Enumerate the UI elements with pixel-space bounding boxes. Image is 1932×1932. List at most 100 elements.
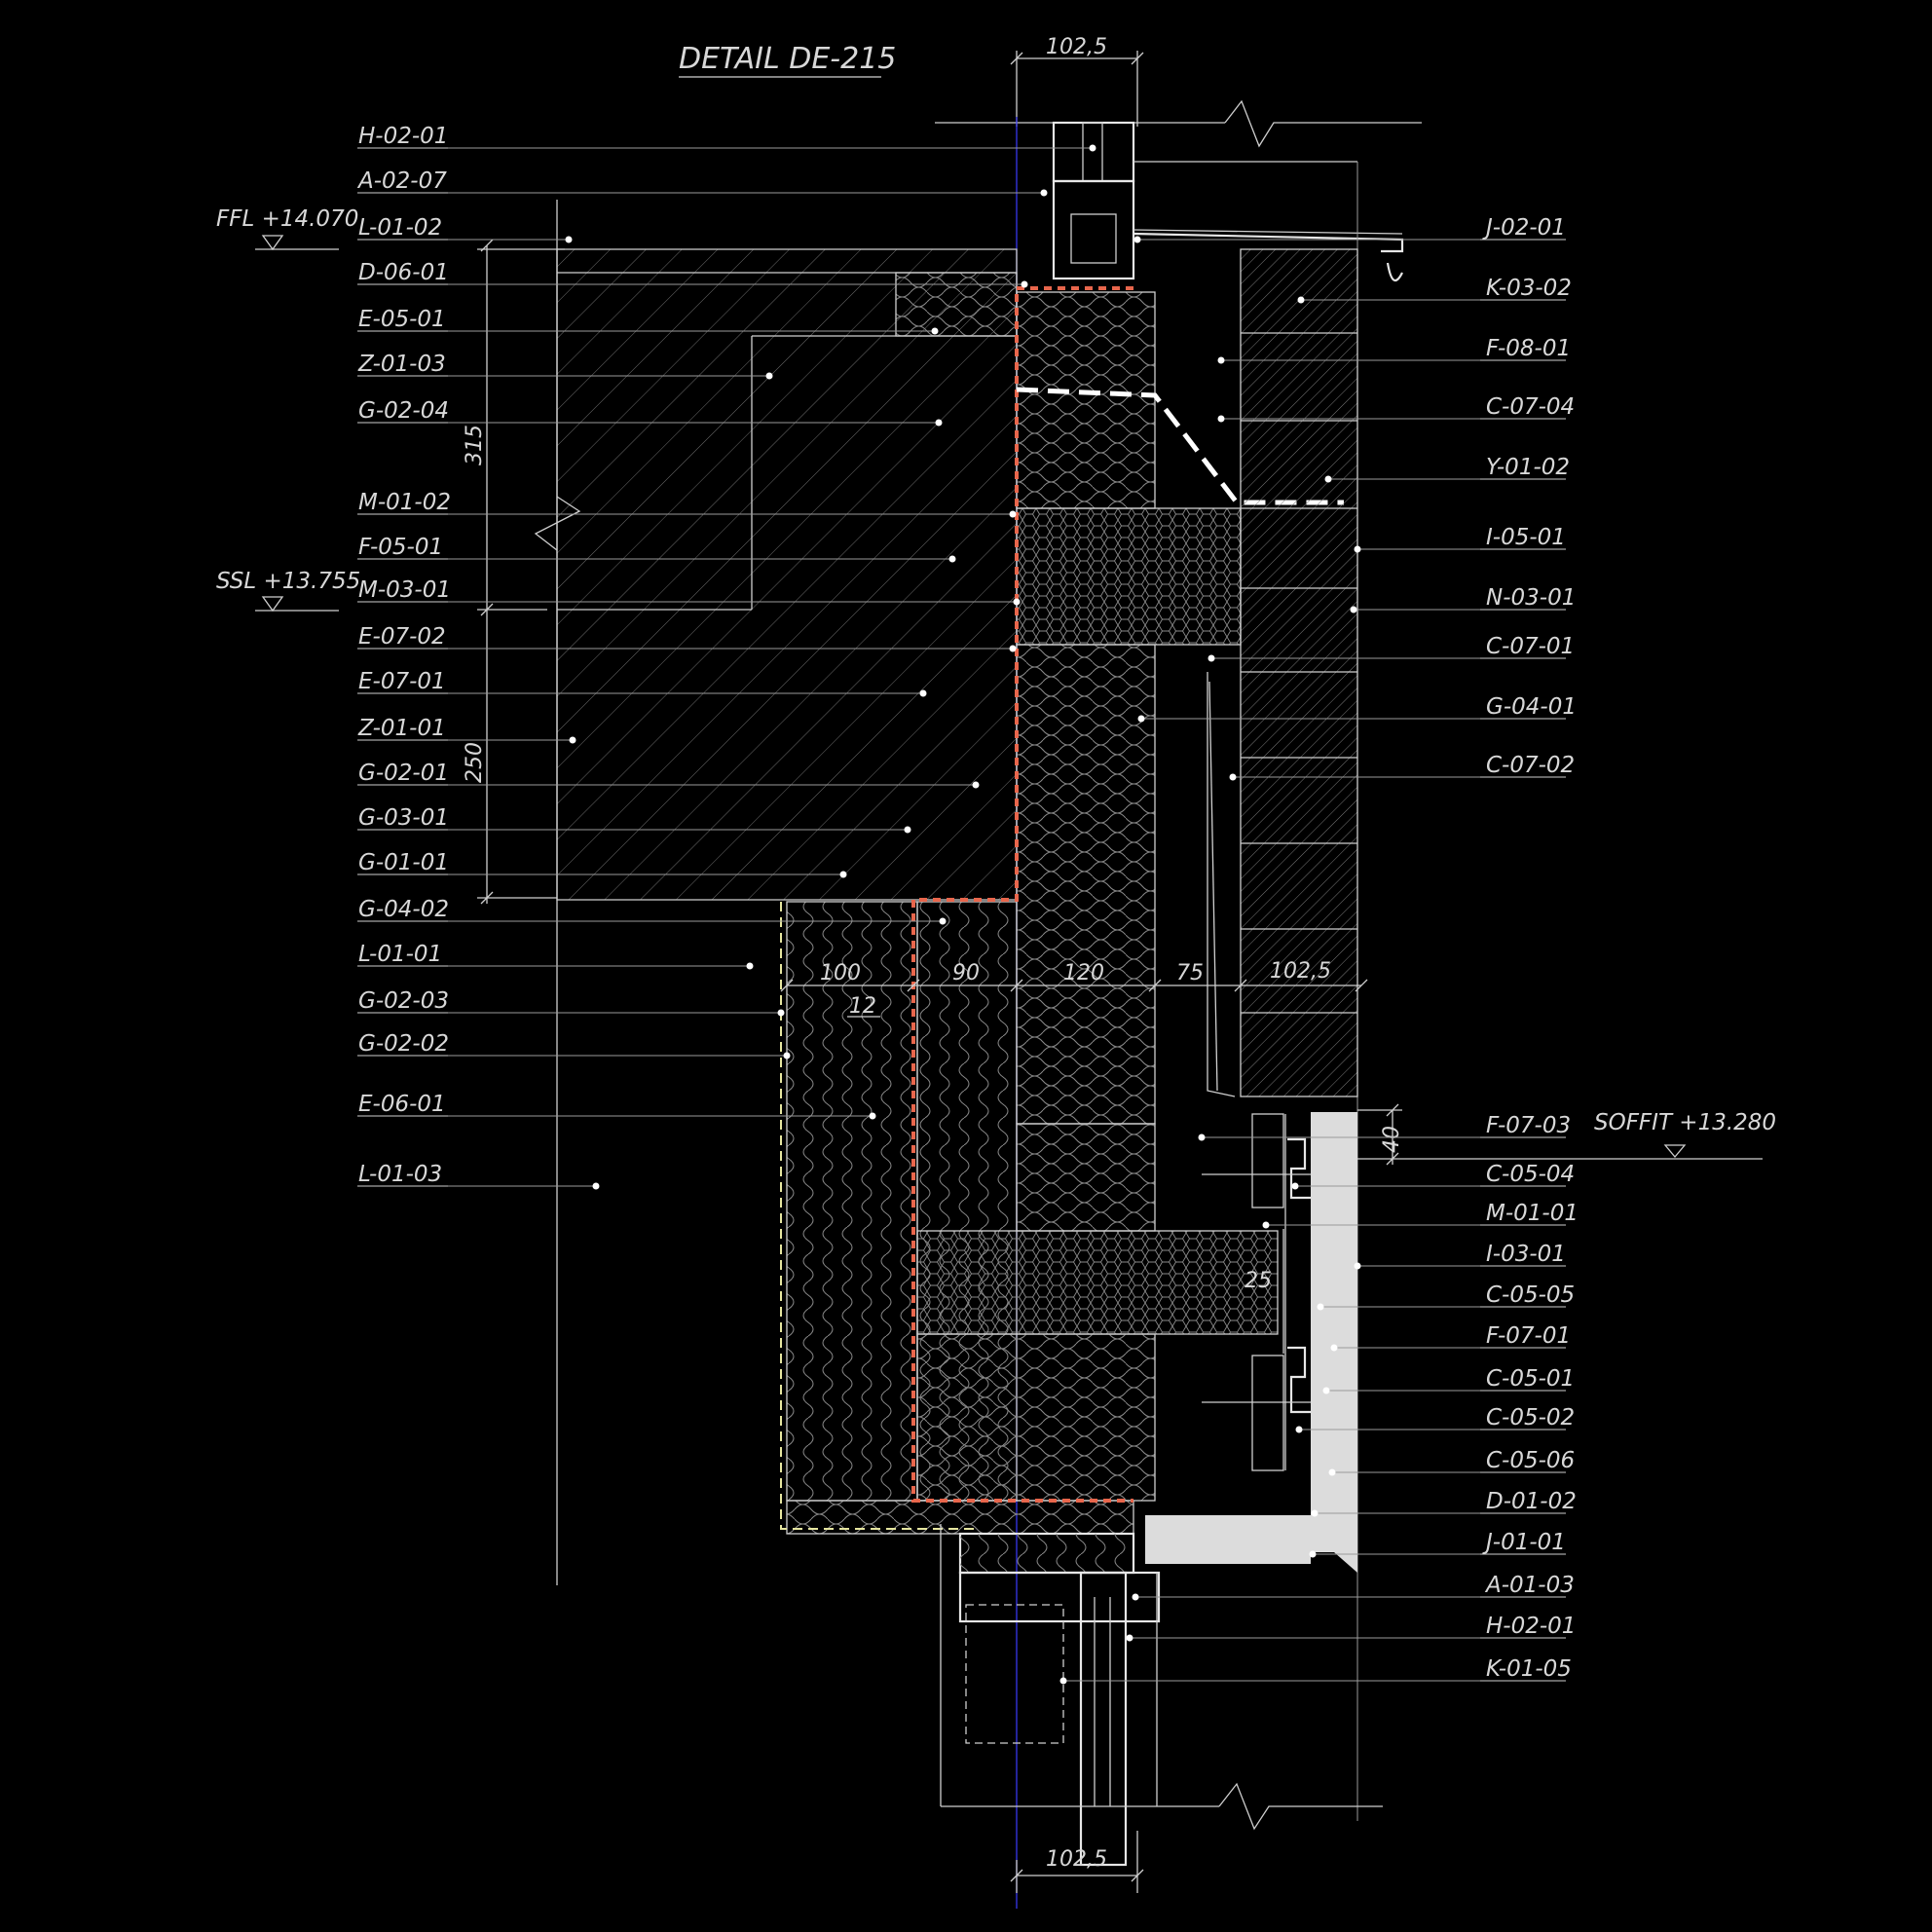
level-soffit: SOFFIT +13.280 bbox=[1594, 1110, 1776, 1135]
callout-right-5-dot bbox=[1354, 545, 1361, 553]
dim-soffit-40: 40 bbox=[1380, 1126, 1404, 1153]
callout-right-23-label: K-01-05 bbox=[1486, 1656, 1572, 1682]
callout-left-4-label: E-05-01 bbox=[358, 307, 446, 332]
callout-right-12-label: M-01-01 bbox=[1486, 1201, 1579, 1226]
callout-right-19-label: D-01-02 bbox=[1486, 1489, 1577, 1514]
dim-layer-brick: 102,5 bbox=[1270, 959, 1331, 984]
brick-cladding bbox=[1207, 248, 1358, 1097]
height-dimensions: 315 250 bbox=[463, 239, 565, 905]
callout-left-8-dot bbox=[948, 555, 956, 563]
upper-cavity-insulation bbox=[895, 272, 1242, 1125]
callout-right-19-dot bbox=[1311, 1509, 1319, 1517]
callout-right-6-dot bbox=[1350, 606, 1357, 613]
callout-left-18-dot bbox=[777, 1009, 785, 1017]
callout-right-3-dot bbox=[1217, 415, 1225, 423]
callout-right-20-dot bbox=[1309, 1550, 1317, 1558]
callout-left-10-label: E-07-02 bbox=[358, 624, 446, 650]
dim-layer-12: 12 bbox=[849, 994, 876, 1019]
callout-left-12-dot bbox=[569, 736, 576, 744]
callout-right-9-dot bbox=[1229, 773, 1237, 781]
callout-right-10-dot bbox=[1198, 1133, 1206, 1141]
callout-right-21-label: A-01-03 bbox=[1484, 1573, 1575, 1598]
callout-right-7-label: C-07-01 bbox=[1486, 634, 1575, 659]
callout-right-11-dot bbox=[1291, 1182, 1299, 1190]
callout-right-3-label: C-07-04 bbox=[1486, 394, 1575, 420]
callout-right-18-dot bbox=[1328, 1468, 1336, 1476]
dim-top-width: 102,5 bbox=[1046, 35, 1107, 59]
callout-right-9-label: C-07-02 bbox=[1486, 753, 1575, 778]
layer-dimensions: 100 90 120 75 102,5 12 bbox=[780, 959, 1368, 1019]
callout-right-4-dot bbox=[1324, 475, 1332, 483]
level-ssl: SSL +13.755 bbox=[216, 569, 360, 613]
soffit-assembly: 40 25 bbox=[1145, 1103, 1763, 1573]
callout-right-21-dot bbox=[1132, 1593, 1139, 1601]
callout-left-12-label: Z-01-01 bbox=[357, 716, 446, 741]
dim-layer-100: 100 bbox=[820, 961, 861, 985]
dim-layer-90: 90 bbox=[952, 961, 980, 985]
svg-text:SSL +13.755: SSL +13.755 bbox=[216, 569, 360, 594]
lower-insulation bbox=[786, 901, 1279, 1535]
callout-right-17-dot bbox=[1295, 1426, 1303, 1433]
callout-right-15-label: F-07-01 bbox=[1486, 1323, 1571, 1349]
window-head bbox=[935, 99, 1422, 282]
callout-left-10-dot bbox=[1009, 645, 1017, 652]
callout-right-12-dot bbox=[1262, 1221, 1270, 1229]
callout-right-17-label: C-05-02 bbox=[1486, 1405, 1575, 1430]
callout-right-8-dot bbox=[1137, 715, 1145, 723]
callout-right-13-dot bbox=[1354, 1262, 1361, 1270]
dim-gap-25: 25 bbox=[1245, 1269, 1272, 1293]
callout-right-0-label: J-02-01 bbox=[1482, 215, 1566, 241]
callout-right-4-label: Y-01-02 bbox=[1486, 455, 1570, 480]
callout-right-8-label: G-04-01 bbox=[1486, 694, 1577, 720]
callout-left-20-label: E-06-01 bbox=[358, 1092, 446, 1117]
callout-right-11-label: C-05-04 bbox=[1486, 1162, 1575, 1187]
callout-left-11-dot bbox=[919, 689, 927, 697]
callout-left-2-label: L-01-02 bbox=[358, 215, 442, 241]
callout-left-19-label: G-02-02 bbox=[358, 1031, 449, 1057]
callout-right-22-dot bbox=[1126, 1634, 1133, 1642]
callout-left-5-dot bbox=[765, 372, 773, 380]
callout-right-10-label: F-07-03 bbox=[1486, 1113, 1571, 1138]
callout-left-3-dot bbox=[1021, 280, 1028, 288]
callout-right-20-label: J-01-01 bbox=[1482, 1530, 1566, 1555]
svg-text:SOFFIT +13.280: SOFFIT +13.280 bbox=[1594, 1110, 1776, 1135]
callout-right-14-label: C-05-05 bbox=[1486, 1282, 1575, 1308]
callout-right-6-label: N-03-01 bbox=[1486, 585, 1576, 611]
callout-right-2-label: F-08-01 bbox=[1486, 336, 1571, 361]
callout-left-14-dot bbox=[904, 826, 911, 834]
callout-left-21-dot bbox=[592, 1182, 600, 1190]
callout-left-5-label: Z-01-03 bbox=[357, 352, 446, 377]
dim-bottom-width: 102,5 bbox=[1046, 1847, 1107, 1872]
callout-left-18-label: G-02-03 bbox=[358, 988, 449, 1014]
callout-left-2-dot bbox=[565, 236, 573, 243]
dim-height-lower: 250 bbox=[463, 742, 487, 783]
callout-left-15-label: G-01-01 bbox=[358, 850, 449, 875]
callout-left-20-dot bbox=[869, 1112, 876, 1120]
level-ffl: FFL +14.070 bbox=[216, 206, 358, 251]
dim-height-upper: 315 bbox=[463, 425, 487, 465]
callout-right-1-label: K-03-02 bbox=[1486, 276, 1572, 301]
callout-right-16-dot bbox=[1322, 1387, 1330, 1394]
callout-left-8-label: F-05-01 bbox=[358, 535, 443, 560]
callout-right-16-label: C-05-01 bbox=[1486, 1366, 1575, 1392]
callout-left-6-dot bbox=[935, 419, 943, 427]
callout-left-17-label: L-01-01 bbox=[358, 942, 442, 967]
callout-right-5-label: I-05-01 bbox=[1486, 525, 1566, 550]
callout-right-23-dot bbox=[1059, 1677, 1067, 1685]
outer-liner bbox=[780, 902, 974, 1530]
right-callouts: J-02-01K-03-02F-08-01C-07-04Y-01-02I-05-… bbox=[1059, 215, 1579, 1685]
callout-right-18-label: C-05-06 bbox=[1486, 1448, 1575, 1473]
callout-left-1-dot bbox=[1040, 189, 1048, 197]
callout-left-7-dot bbox=[1009, 510, 1017, 518]
callout-left-6-label: G-02-04 bbox=[358, 398, 449, 424]
callout-right-7-dot bbox=[1208, 654, 1215, 662]
callout-left-16-dot bbox=[939, 917, 947, 925]
callout-left-15-dot bbox=[839, 871, 847, 878]
left-callouts: H-02-01A-02-07L-01-02D-06-01E-05-01Z-01-… bbox=[356, 124, 1096, 1190]
callout-left-9-label: M-03-01 bbox=[358, 577, 451, 603]
callout-left-9-dot bbox=[1013, 598, 1021, 606]
callout-left-0-label: H-02-01 bbox=[358, 124, 448, 149]
bottom-dimension: 102,5 bbox=[1010, 1831, 1144, 1893]
callout-right-0-dot bbox=[1133, 236, 1141, 243]
callout-left-11-label: E-07-01 bbox=[358, 669, 446, 694]
